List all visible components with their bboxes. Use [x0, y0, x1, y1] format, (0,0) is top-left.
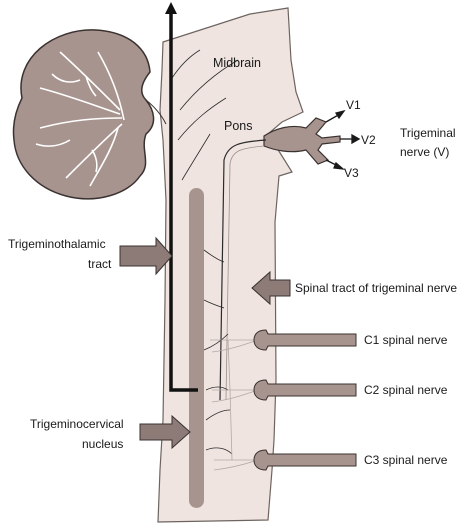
- spinal-nerve-c2: [253, 379, 357, 401]
- spinal-tract-channel: [219, 139, 267, 401]
- trigeminal-nerve-root: [263, 117, 341, 165]
- label-spinal-tract: Spinal tract of trigeminal nerve: [295, 281, 457, 295]
- label-midbrain: Midbrain: [213, 56, 261, 70]
- label-trigeminal-nerve-2: nerve (V): [400, 145, 449, 159]
- cerebellum-folia: [35, 51, 125, 187]
- spinal-nerve-c1: [253, 329, 357, 351]
- label-v1: V1: [346, 98, 361, 112]
- spinal-tract-pointer-arrow: [251, 270, 291, 306]
- label-trigeminocervical-1: Trigeminocervical: [30, 417, 124, 431]
- trigeminothalamic-tract: [169, 12, 198, 392]
- tract-arrowhead: [165, 2, 177, 14]
- label-v3: V3: [344, 166, 359, 180]
- label-pons: Pons: [224, 119, 253, 133]
- label-trigeminocervical-2: nucleus: [82, 437, 123, 451]
- neural-fibers: [171, 49, 239, 455]
- cerebellar-peduncle: [145, 99, 167, 125]
- brainstem-and-spinal-cord: [157, 7, 304, 523]
- label-trigeminothalamic-1: Trigeminothalamic: [8, 237, 106, 251]
- trigeminocervical-nucleus: [189, 188, 204, 508]
- label-c1-spinal-nerve: C1 spinal nerve: [364, 333, 448, 347]
- label-c3-spinal-nerve: C3 spinal nerve: [364, 453, 448, 467]
- nucleus-pointer-arrow: [139, 414, 191, 450]
- spinal-tract-channel-inner: [225, 145, 265, 401]
- label-c2-spinal-nerve: C2 spinal nerve: [364, 383, 448, 397]
- trigeminal-division-arrows: [325, 109, 361, 170]
- trigeminothalamic-pointer-arrow: [119, 236, 173, 276]
- label-trigeminal-nerve-1: Trigeminal: [400, 126, 456, 140]
- label-trigeminothalamic-2: tract: [88, 257, 112, 271]
- cerebellum: [12, 29, 155, 200]
- spinal-nerve-c3: [253, 449, 357, 471]
- label-v2: V2: [361, 133, 376, 147]
